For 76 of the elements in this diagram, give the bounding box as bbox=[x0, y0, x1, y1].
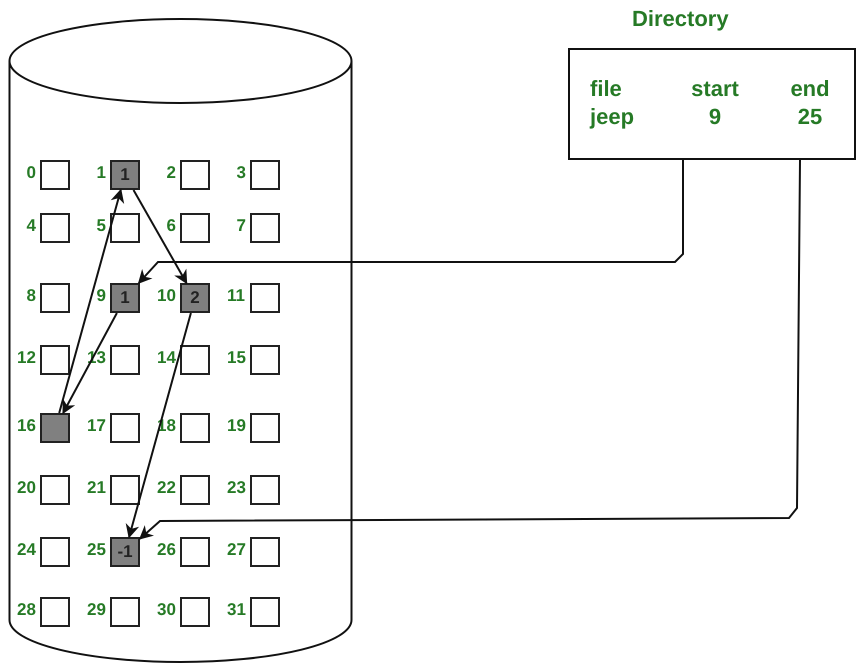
block-number: 10 bbox=[157, 286, 176, 306]
memory-block bbox=[250, 597, 280, 627]
block-number: 7 bbox=[236, 216, 246, 236]
table-cell-text: 25 bbox=[798, 104, 822, 131]
memory-block bbox=[180, 345, 210, 375]
block-number: 8 bbox=[26, 286, 36, 306]
block-number: 22 bbox=[157, 478, 176, 498]
memory-block bbox=[40, 160, 70, 190]
block-number: 21 bbox=[87, 478, 106, 498]
memory-block bbox=[250, 213, 280, 243]
block-number: 19 bbox=[227, 416, 246, 436]
block-number: 6 bbox=[166, 216, 176, 236]
memory-block bbox=[250, 160, 280, 190]
memory-block bbox=[180, 160, 210, 190]
disk-cylinder bbox=[8, 18, 353, 664]
block-number: 3 bbox=[236, 163, 246, 183]
block-number: 20 bbox=[17, 478, 36, 498]
block-number: 28 bbox=[17, 600, 36, 620]
arrow bbox=[58, 188, 124, 414]
memory-block bbox=[110, 345, 140, 375]
table-cell-text: 9 bbox=[708, 104, 722, 131]
block-number: 5 bbox=[96, 216, 106, 236]
arrow bbox=[132, 190, 188, 284]
memory-block bbox=[110, 413, 140, 443]
block-number: 1 bbox=[96, 163, 106, 183]
block-number: 27 bbox=[227, 540, 246, 560]
block-number: 9 bbox=[96, 286, 106, 306]
memory-block: 2 bbox=[180, 283, 210, 313]
memory-block bbox=[110, 597, 140, 627]
arrow bbox=[126, 312, 192, 538]
memory-block bbox=[40, 345, 70, 375]
block-number: 15 bbox=[227, 348, 246, 368]
memory-block bbox=[110, 475, 140, 505]
block-number: 16 bbox=[17, 416, 36, 436]
memory-block bbox=[40, 213, 70, 243]
arrow bbox=[138, 160, 684, 284]
arrow bbox=[62, 312, 118, 414]
table-cell-text: end bbox=[790, 76, 830, 103]
memory-block bbox=[40, 475, 70, 505]
memory-block bbox=[180, 413, 210, 443]
memory-block: 1 bbox=[110, 283, 140, 313]
memory-block bbox=[40, 283, 70, 313]
table-title: Directory bbox=[632, 6, 729, 32]
block-number: 23 bbox=[227, 478, 246, 498]
block-number: 12 bbox=[17, 348, 36, 368]
memory-block bbox=[40, 413, 70, 443]
block-number: 17 bbox=[87, 416, 106, 436]
block-number: 0 bbox=[26, 163, 36, 183]
memory-block: -1 bbox=[110, 537, 140, 567]
block-number: 24 bbox=[17, 540, 36, 560]
memory-block bbox=[110, 213, 140, 243]
memory-block bbox=[40, 597, 70, 627]
memory-block bbox=[180, 213, 210, 243]
memory-block bbox=[180, 597, 210, 627]
block-number: 4 bbox=[26, 216, 36, 236]
memory-block bbox=[180, 537, 210, 567]
block-number: 30 bbox=[157, 600, 176, 620]
table-cell-text: file bbox=[590, 76, 622, 103]
memory-block bbox=[250, 345, 280, 375]
memory-block: 1 bbox=[110, 160, 140, 190]
block-number: 26 bbox=[157, 540, 176, 560]
block-number: 29 bbox=[87, 600, 106, 620]
block-number: 2 bbox=[166, 163, 176, 183]
block-number: 31 bbox=[227, 600, 246, 620]
memory-block bbox=[250, 413, 280, 443]
block-number: 14 bbox=[157, 348, 176, 368]
memory-block bbox=[250, 475, 280, 505]
arrow bbox=[138, 160, 801, 540]
block-number: 25 bbox=[87, 540, 106, 560]
table-cell-text: jeep bbox=[590, 104, 634, 131]
memory-block bbox=[40, 537, 70, 567]
table-cell-text: start bbox=[691, 76, 739, 103]
memory-block bbox=[250, 283, 280, 313]
memory-block bbox=[250, 537, 280, 567]
block-number: 11 bbox=[227, 286, 245, 306]
memory-block bbox=[180, 475, 210, 505]
